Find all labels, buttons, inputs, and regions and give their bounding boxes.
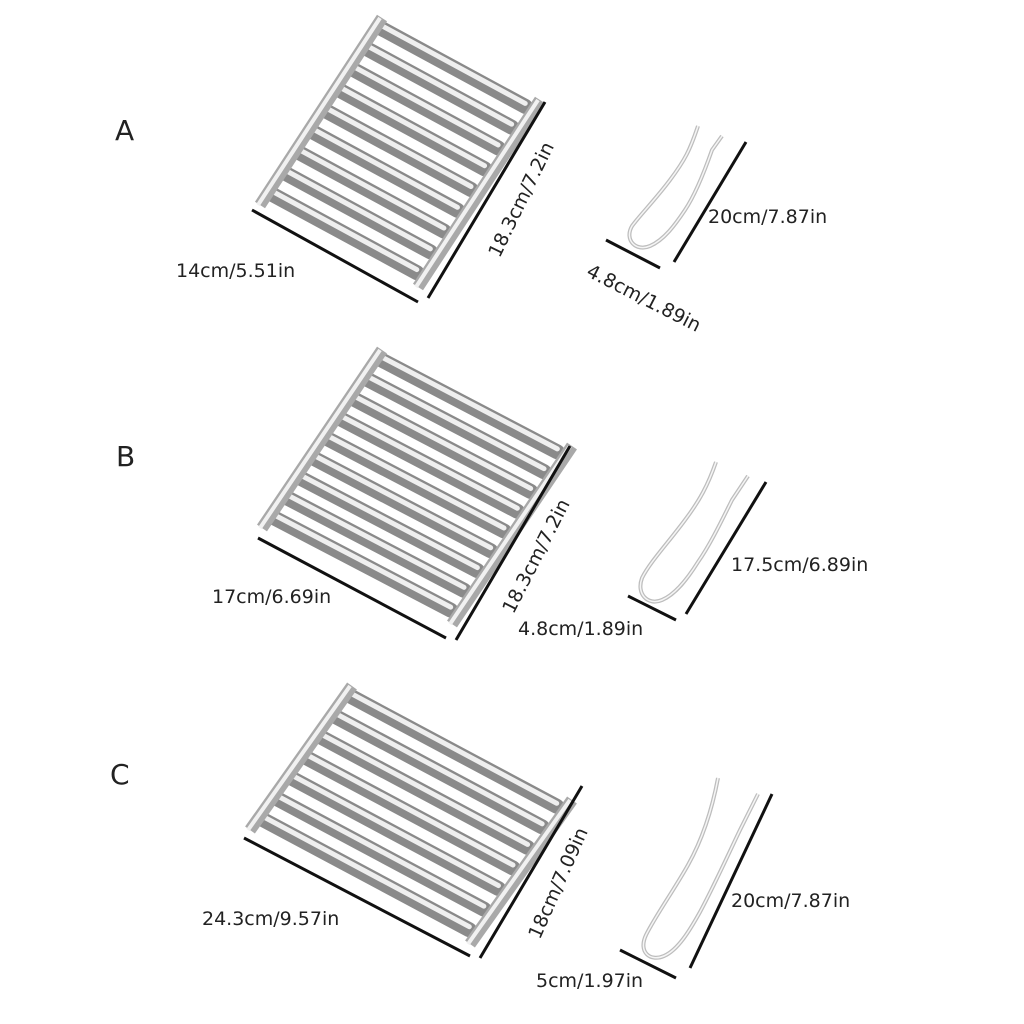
rack-rod-highlight: [304, 752, 516, 868]
rack-side-bar-highlight: [448, 444, 572, 626]
roller-rack-c: [245, 682, 577, 948]
rack-rod: [319, 104, 479, 197]
tongs-a-width-line: [605, 238, 661, 270]
rack-rod-highlight: [297, 147, 447, 231]
rack-side-bar-highlight: [246, 684, 352, 832]
rack-rod: [280, 490, 472, 598]
rack-rod-highlight: [325, 433, 507, 531]
rack-rod-highlight: [365, 43, 515, 127]
rack-rod: [255, 812, 477, 938]
rack-rod-highlight: [338, 85, 488, 169]
rack-rod: [284, 771, 506, 897]
rack-rod: [278, 166, 438, 260]
tongs-b: [638, 461, 750, 604]
tongs-a-length-label: 20cm/7.87in: [708, 206, 828, 228]
rack-rod-highlight: [333, 711, 545, 827]
variant-label-c: C: [110, 758, 130, 791]
rack-rod: [343, 688, 565, 814]
tongs-b-length-label: 17.5cm/6.89in: [731, 554, 869, 576]
rack-rod-highlight: [319, 731, 531, 847]
rack-rod-highlight: [338, 413, 520, 511]
rack-c-width-line: [478, 785, 584, 959]
rack-rod: [360, 372, 552, 480]
rack-rod-highlight: [285, 492, 467, 590]
roller-rack-b: [257, 346, 577, 628]
tongs-b-width-line: [627, 594, 677, 622]
rack-rod: [328, 709, 550, 835]
rack-rod-highlight: [289, 773, 501, 889]
rack-rod: [333, 411, 525, 519]
rack-rod: [373, 20, 533, 114]
rack-rod-highlight: [298, 473, 480, 571]
rack-rod: [314, 729, 536, 855]
rack-rod-highlight: [352, 393, 534, 491]
rack-rod-highlight: [275, 793, 487, 909]
rack-b-length-label: 17cm/6.69in: [212, 586, 332, 608]
dimension-lines: [243, 101, 774, 980]
rack-side-bar-highlight: [414, 98, 540, 289]
rack-c-length-label: 24.3cm/9.57in: [202, 908, 340, 930]
rack-a-width-line: [426, 101, 547, 299]
rack-a-length-line: [251, 208, 419, 304]
rack-rod-highlight: [378, 22, 528, 106]
rack-rod: [270, 791, 492, 917]
tongs-a-length-line: [672, 141, 748, 263]
rack-b-width-line: [454, 445, 572, 641]
rack-rod: [299, 750, 521, 876]
rack-rod-highlight: [378, 354, 560, 452]
rack-rod-highlight: [310, 126, 460, 210]
rack-side-bar-highlight: [466, 798, 572, 946]
rack-rod: [305, 124, 465, 218]
tongs-b-length-line: [684, 481, 768, 615]
rack-rod: [267, 510, 459, 618]
rack-rod-highlight: [351, 64, 501, 148]
rack-rod-highlight: [270, 189, 420, 273]
variant-label-b: B: [116, 440, 136, 473]
tongs-c-width-label: 5cm/1.97in: [536, 970, 644, 992]
rack-a-length-label: 14cm/5.51in: [176, 260, 296, 282]
rack-rod: [293, 471, 485, 579]
rack-rod: [360, 41, 520, 135]
tongs-a: [627, 125, 724, 250]
rack-rod: [346, 62, 506, 156]
rack-rod-highlight: [260, 814, 472, 930]
rack-rod-highlight: [283, 168, 433, 252]
rack-rod-highlight: [324, 106, 474, 189]
tongs-c-length-label: 20cm/7.87in: [731, 890, 851, 912]
tongs-b-width-label: 4.8cm/1.89in: [518, 618, 644, 640]
rack-rod: [333, 83, 493, 177]
tongs-c-width-line: [619, 948, 677, 980]
rack-rod: [265, 187, 425, 281]
rack-rod: [373, 352, 565, 460]
rack-rod-highlight: [312, 453, 494, 551]
rack-rod: [347, 391, 539, 499]
rack-rod: [292, 145, 452, 239]
rack-b-length-line: [257, 536, 447, 640]
rack-rod-highlight: [348, 690, 560, 806]
rack-rod: [320, 431, 512, 539]
rack-side-bar-highlight: [258, 348, 382, 530]
roller-rack-a: [254, 14, 546, 291]
tongs-c: [641, 777, 760, 960]
rack-side-bar-highlight: [256, 16, 382, 207]
tongs-c-length-line: [688, 793, 774, 969]
rack-rod: [307, 451, 499, 559]
rack-c-length-line: [243, 836, 471, 958]
rack-rod-highlight: [272, 512, 454, 610]
variant-label-a: A: [115, 114, 135, 147]
rack-rod-highlight: [365, 374, 547, 472]
